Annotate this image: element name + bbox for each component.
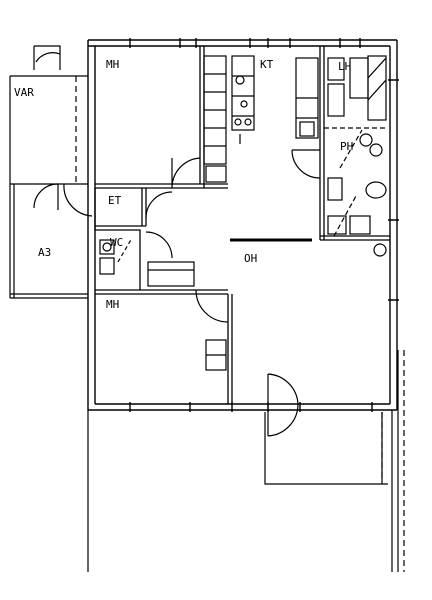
balcony [264, 412, 388, 485]
room-label-mh-bottom: MH [106, 298, 119, 311]
site-lines [87, 350, 405, 572]
bathroom-fixtures [327, 55, 387, 257]
room-labels: MH KT LH PH VAR ET WC A3 OH MH [14, 58, 353, 311]
room-label-wc: WC [110, 236, 123, 249]
door-swings [145, 149, 321, 437]
outer-walls [87, 38, 399, 412]
interior-walls [94, 46, 390, 404]
room-label-a3: A3 [38, 246, 51, 259]
room-label-mh-top: MH [106, 58, 119, 71]
room-label-ph: PH [340, 140, 353, 153]
room-label-lh: LH [338, 60, 351, 73]
room-label-oh: OH [244, 252, 257, 265]
storage-block [9, 45, 93, 299]
room-label-kt: KT [260, 58, 274, 71]
room-label-et: ET [108, 194, 122, 207]
room-label-var: VAR [14, 86, 34, 99]
cabinets [99, 55, 319, 371]
